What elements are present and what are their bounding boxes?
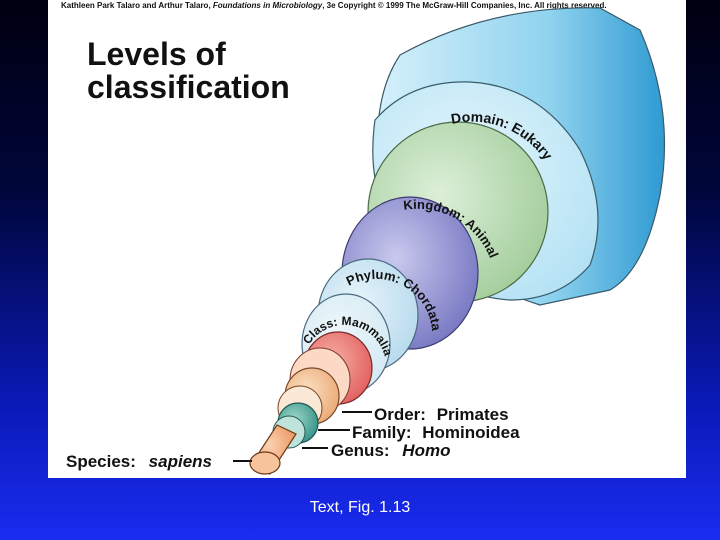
species-label: Species: sapiens xyxy=(66,452,212,471)
order-label: Order: Primates xyxy=(374,405,509,424)
figure-caption: Text, Fig. 1.13 xyxy=(309,499,411,516)
family-prefix: Family: xyxy=(352,423,412,442)
species-prefix: Species: xyxy=(66,452,136,471)
title-line-1: Levels of xyxy=(87,36,226,72)
order-prefix: Order: xyxy=(374,405,426,424)
genus-prefix: Genus: xyxy=(331,441,390,460)
genus-label: Genus: Homo xyxy=(331,441,450,460)
genus-value: Homo xyxy=(402,441,450,460)
copyright-book: Foundations in Microbiology xyxy=(212,1,323,10)
species-value: sapiens xyxy=(149,452,212,471)
slide-title: Levels of classification xyxy=(87,38,290,104)
copyright-line: Kathleen Park Talaro and Arthur Talaro, … xyxy=(61,1,686,10)
copyright-rest: , 3e Copyright © 1999 The McGraw-Hill Co… xyxy=(322,1,607,10)
family-label: Family: Hominoidea xyxy=(352,423,520,442)
copyright-authors: Kathleen Park Talaro and Arthur Talaro, xyxy=(61,1,213,10)
title-line-2: classification xyxy=(87,69,290,105)
family-value: Hominoidea xyxy=(422,423,520,442)
order-value: Primates xyxy=(437,405,509,424)
species-end xyxy=(249,451,281,475)
